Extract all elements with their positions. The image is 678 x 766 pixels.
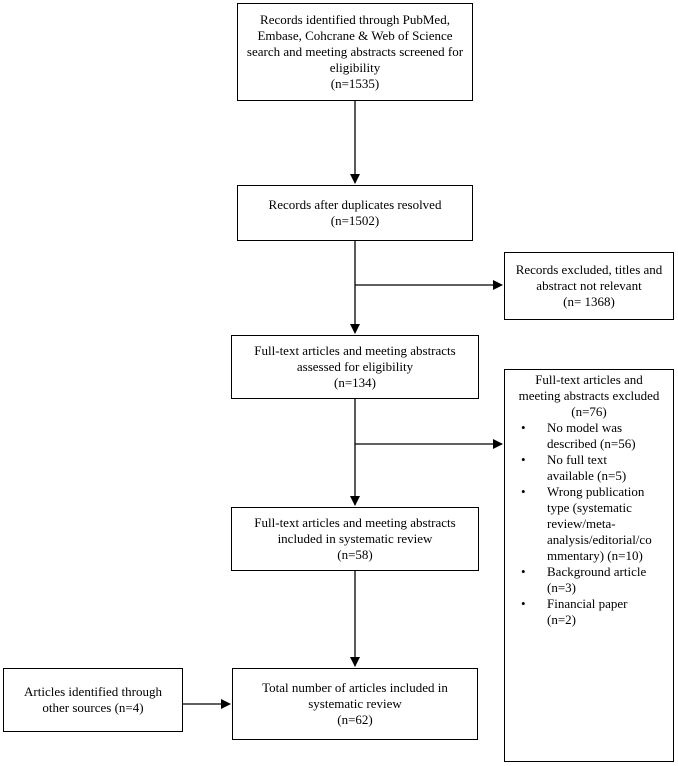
exclusion-reason-line: Background article [547, 564, 647, 579]
exclusion-reason-line: No model was [547, 420, 623, 435]
full-text-assessed-box: Full-text articles and meeting abstracts… [231, 335, 479, 399]
full-text-assessed-line: Full-text articles and meeting abstracts [254, 343, 456, 358]
full-text-excluded-box: Full-text articles and meeting abstracts… [504, 369, 674, 762]
full-text-excluded-header: meeting abstracts excluded [518, 388, 660, 403]
exclusion-reason-line: No full text [547, 452, 607, 467]
total-included-box: Total number of articles included in sys… [232, 668, 478, 740]
exclusion-reason-line: mmentary) (n=10) [547, 548, 643, 563]
exclusion-reason-line: (n=2) [547, 612, 576, 627]
bullet-icon: • [521, 484, 526, 499]
included-review-count: (n=58) [337, 547, 373, 562]
duplicates-label: Records after duplicates resolved [268, 197, 442, 212]
identification-line: Records identified through PubMed, [260, 12, 450, 27]
exclusion-reason-item: • No model was described (n=56) [513, 420, 665, 452]
duplicates-box: Records after duplicates resolved (n=150… [237, 185, 473, 241]
total-included-count: (n=62) [337, 712, 373, 727]
exclusion-reason-item: • Wrong publication type (systematic rev… [513, 484, 665, 564]
exclusion-reason-item: • Financial paper (n=2) [513, 596, 665, 628]
identification-line: search and meeting abstracts screened fo… [246, 44, 464, 59]
identification-line: eligibility [329, 60, 381, 75]
full-text-assessed-count: (n=134) [334, 375, 376, 390]
bullet-icon: • [521, 564, 526, 579]
included-review-line: Full-text articles and meeting abstracts [254, 515, 456, 530]
exclusion-reason-line: available (n=5) [547, 468, 627, 483]
excluded-titles-line: Records excluded, titles and [515, 262, 663, 277]
identification-line: Embase, Cohcrane & Web of Science [257, 28, 453, 43]
exclusion-reason-line: review/meta- [547, 516, 616, 531]
exclusion-reason-line: Financial paper [547, 596, 628, 611]
bullet-icon: • [521, 420, 526, 435]
full-text-excluded-count: (n=76) [571, 404, 607, 419]
other-sources-line: Articles identified through [24, 684, 162, 699]
total-included-line: systematic review [308, 696, 402, 711]
bullet-icon: • [521, 596, 526, 611]
included-review-line: included in systematic review [277, 531, 433, 546]
exclusion-reasons-list: • No model was described (n=56) • No ful… [513, 420, 665, 628]
full-text-assessed-line: assessed for eligibility [296, 359, 414, 374]
exclusion-reason-line: analysis/editorial/co [547, 532, 652, 547]
exclusion-reason-line: (n=3) [547, 580, 576, 595]
exclusion-reason-item: • No full text available (n=5) [513, 452, 665, 484]
exclusion-reason-line: type (systematic [547, 500, 632, 515]
included-review-box: Full-text articles and meeting abstracts… [231, 507, 479, 571]
excluded-titles-count: (n= 1368) [563, 294, 615, 309]
exclusion-reason-item: • Background article (n=3) [513, 564, 665, 596]
exclusion-reason-line: described (n=56) [547, 436, 636, 451]
other-sources-box: Articles identified through other source… [3, 668, 183, 732]
total-included-line: Total number of articles included in [262, 680, 448, 695]
identification-box: Records identified through PubMed, Embas… [237, 3, 473, 101]
identification-count: (n=1535) [330, 76, 380, 91]
other-sources-line: other sources (n=4) [42, 700, 144, 715]
full-text-excluded-header: Full-text articles and [535, 372, 643, 387]
excluded-titles-line: abstract not relevant [536, 278, 642, 293]
duplicates-count: (n=1502) [330, 213, 380, 228]
exclusion-reason-line: Wrong publication [547, 484, 645, 499]
excluded-titles-box: Records excluded, titles and abstract no… [504, 252, 674, 320]
bullet-icon: • [521, 452, 526, 467]
